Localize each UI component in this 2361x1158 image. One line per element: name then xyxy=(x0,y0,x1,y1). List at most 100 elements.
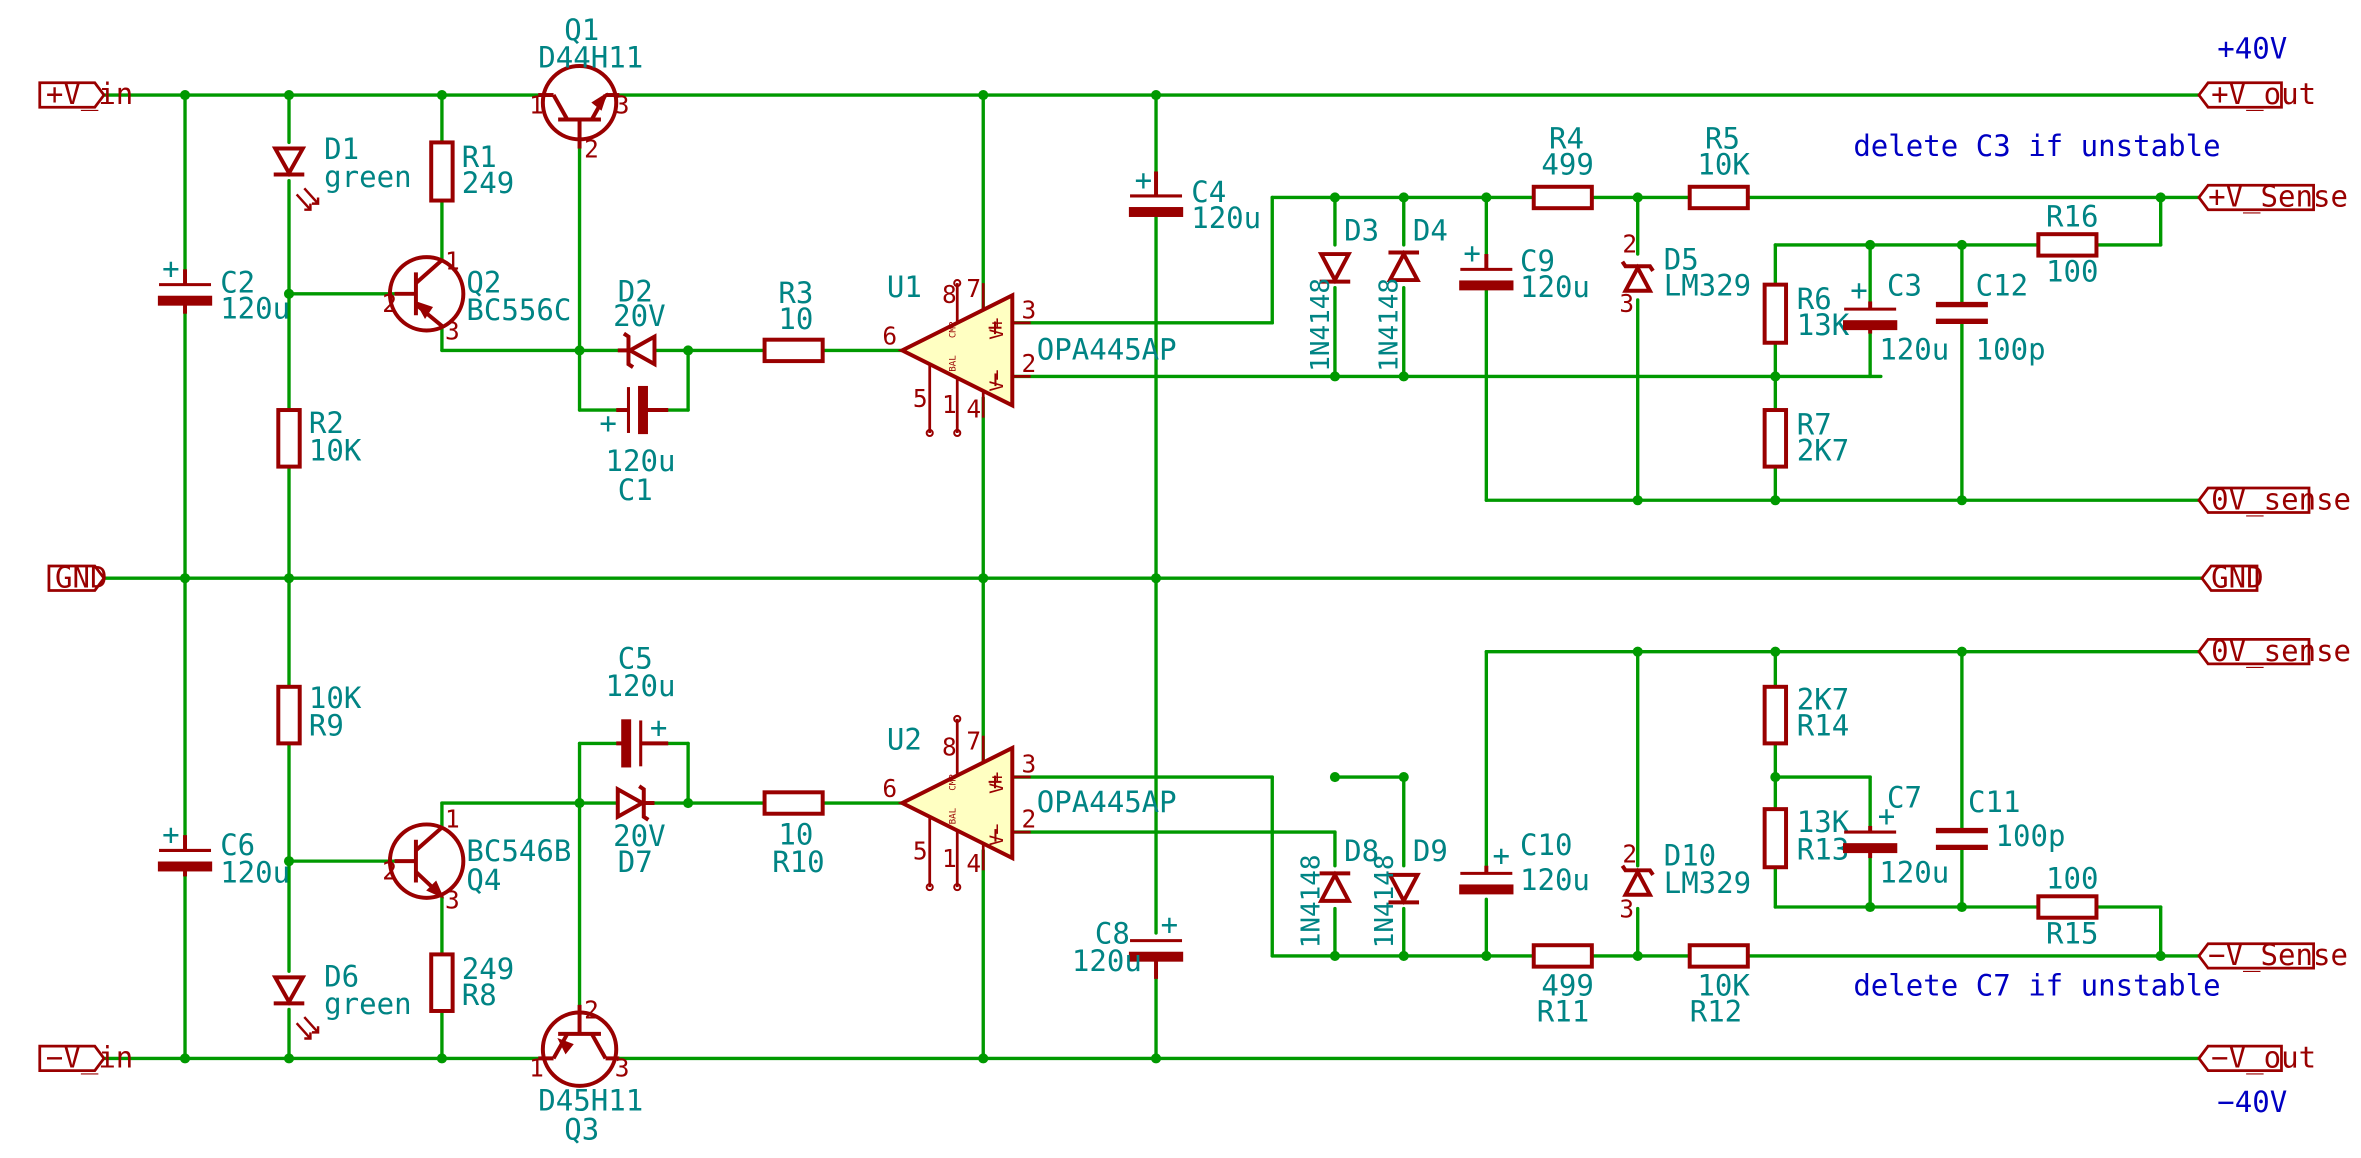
u2-bal: BAL xyxy=(948,807,959,824)
capacitor-c10: + C10 120u xyxy=(1459,828,1590,897)
port-vin-pos-label: +V_in xyxy=(46,77,133,112)
r5-ref: R5 xyxy=(1705,122,1740,156)
c3-ref: C3 xyxy=(1887,268,1922,302)
c5-value: 120u xyxy=(606,669,676,703)
port-gnd-right: GND xyxy=(2200,560,2264,594)
d5-pin-2: 2 xyxy=(1622,230,1637,259)
r4-ref: R4 xyxy=(1549,122,1584,156)
u2-vminus: V− xyxy=(987,824,1008,846)
c1-value: 120u xyxy=(606,444,676,478)
c2-ref: C2 xyxy=(220,265,255,299)
u1-pin-1: 1 xyxy=(942,390,957,419)
resistor-r8: 249 R8 xyxy=(429,952,514,1013)
q2-pin-2: 2 xyxy=(382,289,397,318)
r8-value: 249 xyxy=(462,952,514,986)
reference-d5: 2 3 D5 LM329 xyxy=(1619,230,1751,319)
r8-ref: R8 xyxy=(462,978,497,1012)
r15-value: 100 xyxy=(2046,862,2098,896)
q3-pin-2: 2 xyxy=(584,996,599,1025)
port-ov-sense-bot-label: 0V_sense xyxy=(2211,634,2351,669)
capacitor-c9: + C9 120u xyxy=(1459,236,1590,304)
r7-ref: R7 xyxy=(1797,407,1832,441)
led-d6: D6 green xyxy=(271,960,412,1040)
transistor-q4: 1 2 3 BC546B Q4 xyxy=(382,804,571,914)
r10-ref: R10 xyxy=(772,845,824,879)
resistor-r15: 100 R15 xyxy=(2036,862,2098,951)
c11-value: 100p xyxy=(1996,819,2066,853)
d2-ref: D2 xyxy=(618,274,653,308)
c6-ref: C6 xyxy=(220,828,255,862)
port-vsense-neg-label: −V_Sense xyxy=(2208,938,2348,973)
c12-value: 100p xyxy=(1976,333,2046,367)
diode-d9: D9 1N4148 xyxy=(1370,834,1448,948)
c10-value: 120u xyxy=(1520,863,1590,897)
d2-value: 20V xyxy=(613,299,665,333)
r3-value: 10 xyxy=(778,302,813,336)
d4-value: 1N4148 xyxy=(1375,278,1405,372)
d3-ref: D3 xyxy=(1344,213,1379,247)
r7-value: 2K7 xyxy=(1797,433,1849,467)
d3-value: 1N4148 xyxy=(1306,278,1336,372)
port-vin-neg: −V_in xyxy=(38,1041,133,1076)
port-gnd-right-label: GND xyxy=(2211,560,2263,594)
c10-plus: + xyxy=(1492,839,1510,873)
q4-ref: Q4 xyxy=(466,863,501,897)
d1-value: green xyxy=(324,160,411,194)
r12-ref: R12 xyxy=(1690,995,1742,1029)
u2-cmp: CMP xyxy=(948,774,959,791)
rail-neg-label: −40V xyxy=(2217,1085,2287,1119)
rail-pos-label: +40V xyxy=(2217,31,2287,65)
u2-pin-5: 5 xyxy=(913,837,928,866)
r1-ref: R1 xyxy=(462,140,497,174)
u2-in-minus: − xyxy=(980,828,1009,843)
port-gnd-left: GND xyxy=(47,560,108,594)
q1-ref: Q1 xyxy=(564,13,599,47)
capacitor-c4: + C4 120u xyxy=(1128,163,1261,235)
port-vout-neg-label: −V_out xyxy=(2211,1041,2316,1076)
capacitor-c5: + C5 120u xyxy=(606,641,676,768)
transistor-q1: 1 3 2 Q1 D44H11 xyxy=(529,13,643,164)
u1-pin-2: 2 xyxy=(1021,349,1036,378)
capacitor-c1: + 120u C1 xyxy=(599,385,676,507)
capacitor-c7: + C7 120u xyxy=(1843,781,1949,890)
resistor-r10: 10 R10 xyxy=(762,790,825,879)
zener-d2: D2 20V xyxy=(613,274,666,369)
c7-plus: + xyxy=(1878,799,1896,833)
port-vsense-pos-label: +V_Sense xyxy=(2208,180,2348,215)
r6-ref: R6 xyxy=(1797,282,1832,316)
resistor-r16: R16 100 xyxy=(2036,200,2098,289)
u1-in-plus: + xyxy=(980,320,1009,335)
port-ov-sense-bot: 0V_sense xyxy=(2197,634,2351,669)
u1-pin-3: 3 xyxy=(1021,295,1036,324)
c7-value: 120u xyxy=(1879,856,1949,890)
c5-plus: + xyxy=(650,710,668,744)
q2-ref: Q2 xyxy=(466,265,501,299)
opamp-u2: + − V+ V− CMP BAL 8 7 6 5 1 4 3 2 U2 OPA… xyxy=(882,714,1177,892)
d8-value: 1N4148 xyxy=(1297,854,1327,948)
u2-value: OPA445AP xyxy=(1037,785,1177,819)
c2-value: 120u xyxy=(220,291,290,325)
q3-value: D45H11 xyxy=(538,1083,643,1117)
d10-pin-3: 3 xyxy=(1619,895,1634,924)
c4-value: 120u xyxy=(1191,201,1261,235)
capacitor-c3: + C3 120u xyxy=(1843,268,1949,367)
c9-ref: C9 xyxy=(1520,244,1555,278)
d4-ref: D4 xyxy=(1413,213,1448,247)
r15-ref: R15 xyxy=(2046,917,2098,951)
port-gnd-left-label: GND xyxy=(55,560,107,594)
r14-ref: R14 xyxy=(1797,709,1849,743)
resistor-r7: R7 2K7 xyxy=(1762,407,1849,469)
u2-pin-6: 6 xyxy=(882,774,897,803)
port-vout-neg: −V_out xyxy=(2197,1041,2316,1076)
c7-ref: C7 xyxy=(1887,781,1922,815)
c12-ref: C12 xyxy=(1976,268,2028,302)
q4-pin-3: 3 xyxy=(445,886,460,915)
u1-pin-6: 6 xyxy=(882,321,897,350)
c4-plus: + xyxy=(1135,163,1153,197)
u1-pin-8: 8 xyxy=(942,280,957,309)
d5-ref: D5 xyxy=(1664,242,1699,276)
c2-plus: + xyxy=(162,252,180,286)
capacitor-c6: + C6 120u xyxy=(157,817,290,890)
r6-value: 13K xyxy=(1797,308,1850,342)
u1-bal: BAL xyxy=(948,355,959,372)
